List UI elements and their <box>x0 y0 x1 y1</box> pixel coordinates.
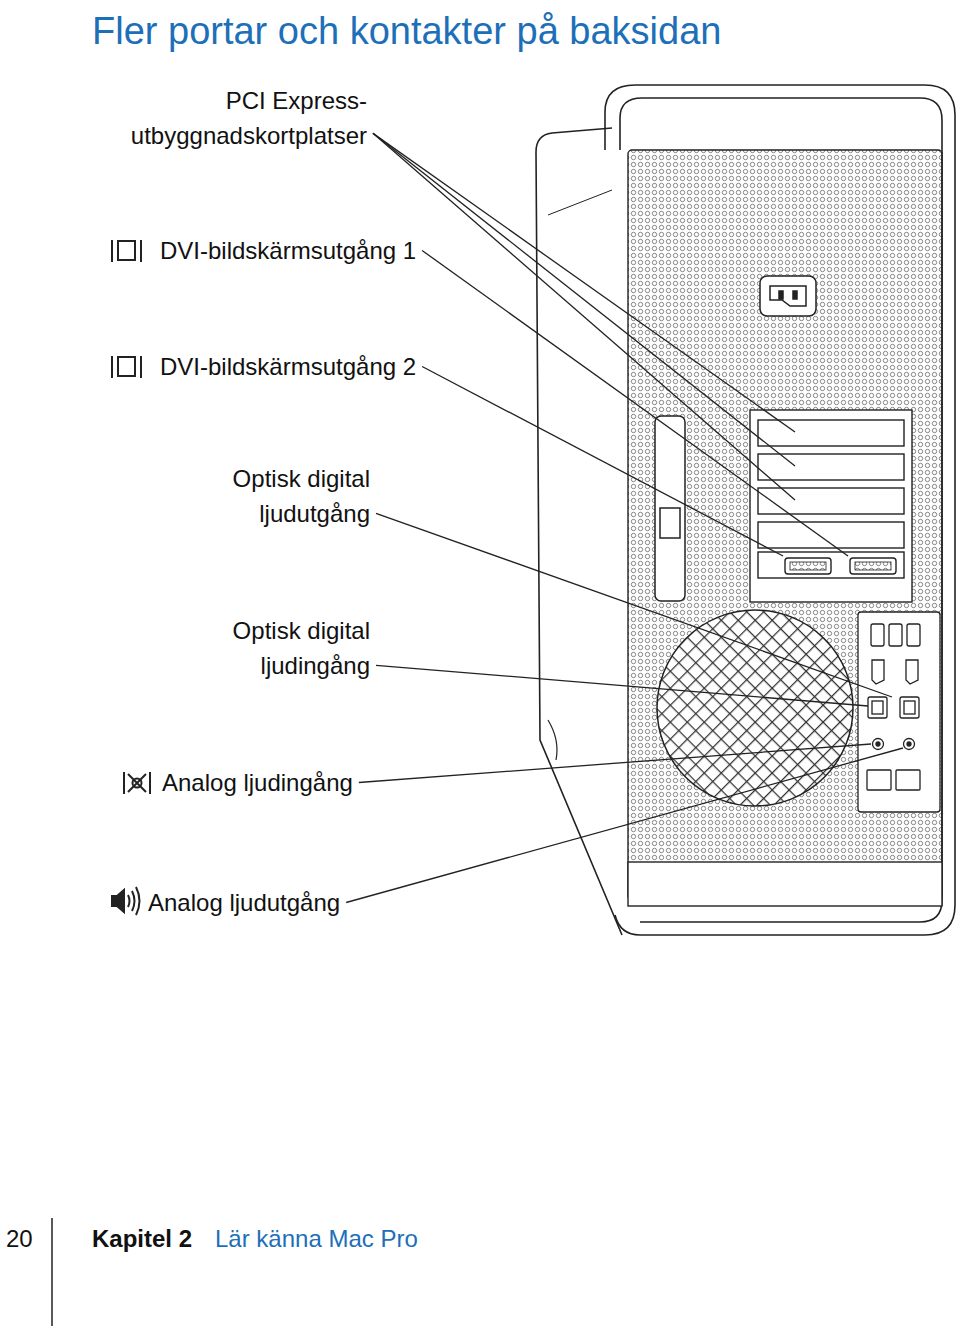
callout-label: Analog ljudutgång <box>148 886 340 921</box>
callout-label: Optisk digital ljudingång <box>180 614 370 684</box>
chapter-label: Kapitel 2 <box>92 1222 192 1257</box>
callout-label: PCI Express- utbyggnadskortplatser <box>67 84 367 154</box>
leader-line <box>376 513 892 697</box>
leader-line <box>376 665 868 706</box>
housing <box>536 85 955 935</box>
callout-label: DVI-bildskärmsutgång 1 <box>160 234 416 269</box>
leader-line <box>422 367 783 557</box>
leader-line <box>373 133 795 500</box>
chapter-title: Lär känna Mac Pro <box>215 1222 418 1257</box>
leader-line <box>346 748 903 903</box>
callout-label: Optisk digital ljudutgång <box>180 462 370 532</box>
footer-rule <box>51 1218 53 1326</box>
page-title: Fler portar och kontakter på baksidan <box>92 4 721 59</box>
port-icons <box>112 240 150 915</box>
callout-label: DVI-bildskärmsutgång 2 <box>160 350 416 385</box>
leader-line <box>359 744 871 783</box>
callout-label: Analog ljudingång <box>162 766 353 801</box>
leader-line <box>373 133 795 466</box>
leader-line <box>422 251 848 557</box>
page-number: 20 <box>6 1222 33 1257</box>
leader-line <box>373 133 795 432</box>
